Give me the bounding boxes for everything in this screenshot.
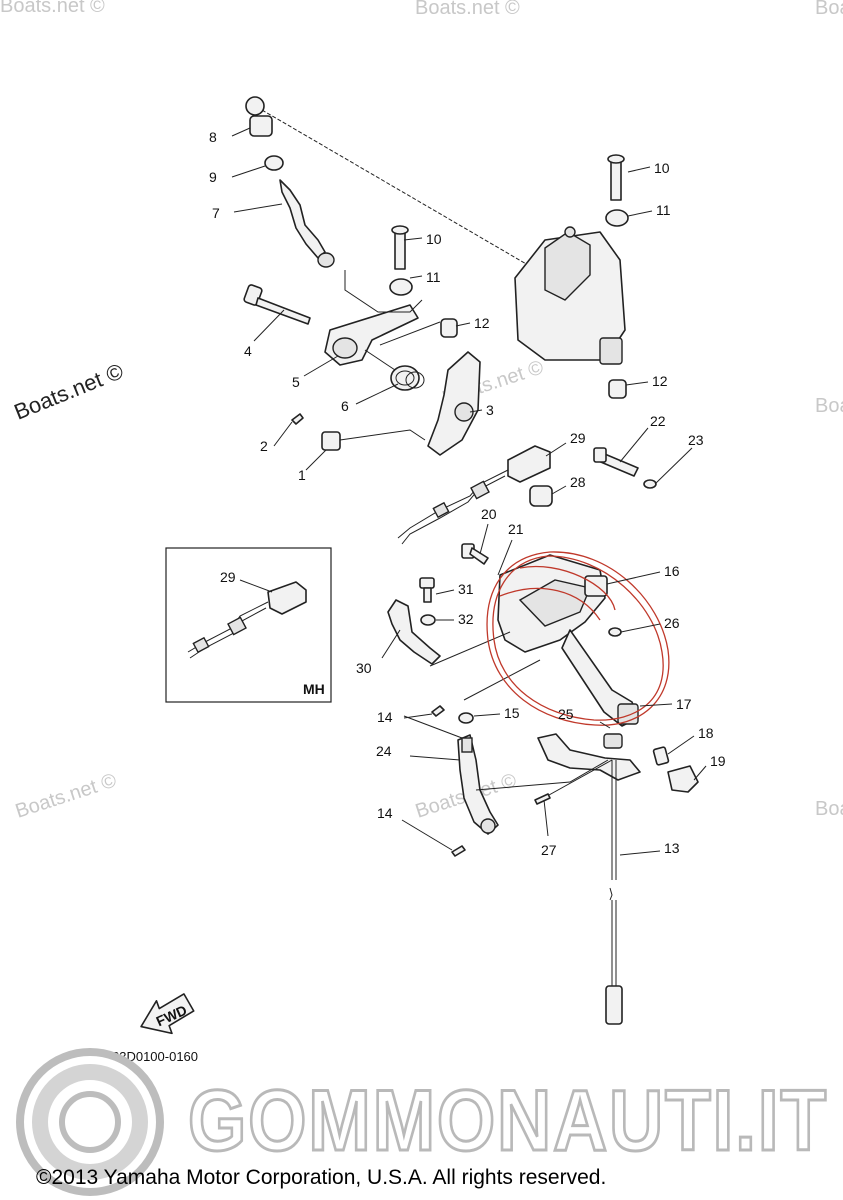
- part-27-pin: [534, 793, 551, 805]
- brand-text: GOMMONAUTI.IT: [188, 1073, 828, 1169]
- part-label: 13: [664, 840, 680, 856]
- part-21-arm-detail: [518, 579, 591, 627]
- part-label: 15: [504, 705, 520, 721]
- part-8-cap: [245, 96, 273, 137]
- copyright-notice: ©2013 Yamaha Motor Corporation, U.S.A. A…: [36, 1166, 606, 1189]
- part-label: 3: [486, 402, 494, 418]
- part-label: 24: [376, 743, 392, 759]
- part-28-collar: [529, 485, 553, 507]
- part-9-nut: [264, 155, 284, 171]
- part-10-bolt-right: [607, 154, 625, 201]
- part-24-plate: [457, 734, 499, 835]
- part-label: 14: [377, 709, 393, 725]
- part-3-plate: [427, 351, 481, 456]
- part-2-pin: [291, 413, 304, 425]
- part-label: 32: [458, 611, 474, 627]
- part-7-link-rod: [279, 179, 335, 268]
- part-label: 23: [688, 432, 704, 448]
- part-29-cable-joint: [397, 445, 551, 545]
- part-30-lever: [387, 599, 441, 665]
- part-label: 10: [426, 231, 442, 247]
- part-26-washer: [608, 627, 622, 637]
- part-label: 4: [244, 343, 252, 359]
- part-label: 25: [558, 706, 574, 722]
- upper-assembly: [243, 96, 629, 456]
- part-label: 19: [710, 753, 726, 769]
- part-label: 21: [508, 521, 524, 537]
- cable-assembly: [397, 445, 657, 565]
- part-label: 28: [570, 474, 586, 490]
- part-label: 12: [474, 315, 490, 331]
- part-12-collar-lower: [608, 379, 627, 399]
- brand-logo: GOMMONAUTI.IT: [16, 1048, 828, 1196]
- part-label: 29: [220, 569, 236, 585]
- leader-lines: [231, 127, 707, 856]
- part-19-cap-nut: [667, 765, 699, 793]
- part-label: 30: [356, 660, 372, 676]
- part-31-bolt: [419, 577, 435, 603]
- part-label: 10: [654, 160, 670, 176]
- part-label: 22: [650, 413, 666, 429]
- part-label: 11: [426, 269, 441, 285]
- part-10-bolt-upper: [391, 225, 409, 270]
- inset-mh: 29 MH: [165, 547, 332, 703]
- watermark-text: Boats.net ©: [13, 769, 120, 822]
- part-15-washer: [458, 712, 474, 724]
- part-20-bolt: [461, 543, 489, 565]
- watermark-text: Boats.net ©: [0, 0, 105, 17]
- part-label: 16: [664, 563, 680, 579]
- part-label: 6: [341, 398, 349, 414]
- part-18-bolt: [652, 746, 670, 766]
- part-label: 1: [298, 467, 306, 483]
- part-label: 8: [209, 129, 217, 145]
- watermark-text: Boats.net ©: [815, 798, 843, 820]
- part-label: 11: [656, 202, 671, 218]
- part-label: 27: [541, 842, 557, 858]
- part-labels: 1 2 3 4 5 6 7 8 9 10 10 11 11 12 12 13 1…: [209, 129, 726, 858]
- part-11-nut-upper: [389, 278, 413, 296]
- part-6-spring: [364, 349, 425, 391]
- part-1-clip: [321, 429, 426, 451]
- watermark-text: Boats.net ©: [815, 0, 843, 19]
- part-label: 9: [209, 169, 217, 185]
- part-32-washer: [420, 614, 436, 626]
- diagram-code: 63D0100-0160: [112, 1049, 198, 1064]
- part-label: 12: [652, 373, 668, 389]
- watermark-text: Boats.net ©: [415, 0, 520, 19]
- watermark-text: Boats.net ©: [815, 395, 843, 417]
- fwd-arrow: FWD: [140, 993, 195, 1035]
- part-23-washer: [643, 479, 657, 489]
- part-25-bracket: [537, 733, 641, 781]
- part-label: 18: [698, 725, 714, 741]
- brand-circle-icon: [16, 1048, 164, 1196]
- part-label: 14: [377, 805, 393, 821]
- part-label: 20: [481, 506, 497, 522]
- side-watermark: Boats.net ©: [11, 358, 127, 424]
- engine-bracket: [514, 226, 626, 365]
- part-22-bolt: [593, 447, 639, 477]
- part-label: 29: [570, 430, 586, 446]
- part-label: 5: [292, 374, 300, 390]
- part-label: 2: [260, 438, 268, 454]
- part-12-collar-upper: [440, 318, 458, 338]
- part-14-pin-lower: [451, 845, 466, 857]
- part-13-shift-rod: [605, 760, 623, 1025]
- part-label: 7: [212, 205, 220, 221]
- part-label: 17: [676, 696, 692, 712]
- part-14-pin-upper: [431, 705, 445, 717]
- part-11-nut-right: [605, 209, 629, 227]
- part-label: 31: [458, 581, 474, 597]
- watermark-layer: Boats.net © Boats.net © Boats.net © Boat…: [0, 0, 843, 823]
- shift-lever-assembly: [387, 551, 699, 1025]
- part-label: 26: [664, 615, 680, 631]
- part-5-lever: [324, 270, 423, 366]
- highlight-circle: [486, 551, 670, 726]
- inset-tag: MH: [303, 681, 325, 697]
